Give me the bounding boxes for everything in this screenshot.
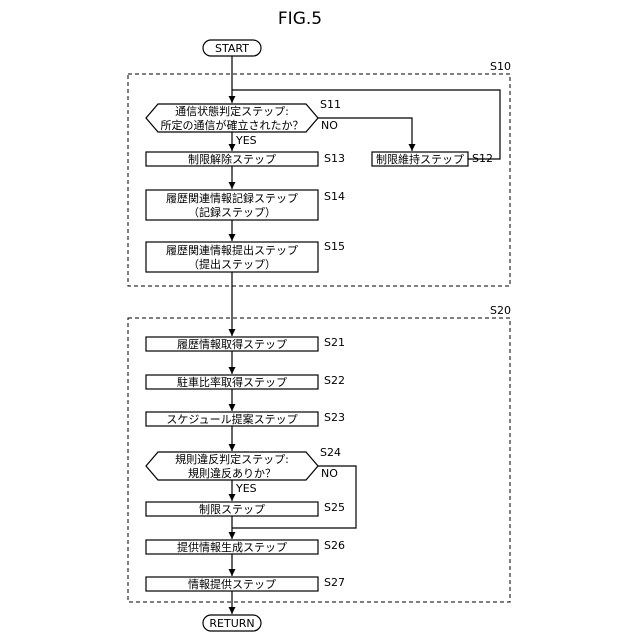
s14-step-id: S14	[324, 190, 345, 203]
s12-text: 制限維持ステップ	[376, 152, 464, 166]
s14-text-line1: 履歴関連情報記録ステップ	[166, 191, 298, 205]
s24-no-label: NO	[321, 467, 338, 480]
group-label-s20: S20	[490, 304, 511, 317]
s25-step-id: S25	[324, 501, 345, 514]
s24-text-line1: 規則違反判定ステップ:	[175, 452, 289, 466]
s21-step-id: S21	[324, 336, 345, 349]
s25-text: 制限ステップ	[199, 503, 265, 516]
s15-text-line1: 履歴関連情報提出ステップ	[166, 243, 298, 257]
s27-step-id: S27	[324, 576, 345, 589]
s26-step-id: S26	[324, 539, 345, 552]
s23-step-id: S23	[324, 411, 345, 424]
figure-label: FIG.5	[278, 9, 322, 29]
connectors	[232, 56, 500, 614]
s13-text: 制限解除ステップ	[188, 152, 276, 166]
s22-step-id: S22	[324, 374, 345, 387]
s24-step-id: S24	[320, 446, 341, 459]
s26-text: 提供情報生成ステップ	[177, 540, 287, 554]
s23-text: スケジュール提案ステップ	[166, 412, 297, 426]
s15-step-id: S15	[324, 240, 345, 253]
s11-text-line2: 所定の通信が確立されたか？	[161, 118, 304, 132]
s24-text-line2: 規則違反ありか？	[188, 466, 276, 480]
s24-yes-label: YES	[235, 482, 257, 495]
s11-no-label: NO	[321, 119, 338, 132]
group-label-s10: S10	[490, 60, 511, 73]
s11-step-id: S11	[320, 98, 341, 111]
s21-text: 履歴情報取得ステップ	[177, 338, 287, 351]
return-label: RETURN	[209, 617, 254, 630]
s11-yes-label: YES	[235, 134, 257, 147]
s22-text: 駐車比率取得ステップ	[177, 375, 287, 389]
s11-text-line1: 通信状態判定ステップ:	[175, 104, 289, 118]
start-label: START	[215, 42, 249, 55]
s27-text: 情報提供ステップ	[188, 577, 276, 591]
s15-text-line2: （提出ステップ）	[188, 257, 276, 271]
s13-step-id: S13	[324, 152, 345, 165]
s14-text-line2: （記録ステップ）	[188, 205, 276, 219]
